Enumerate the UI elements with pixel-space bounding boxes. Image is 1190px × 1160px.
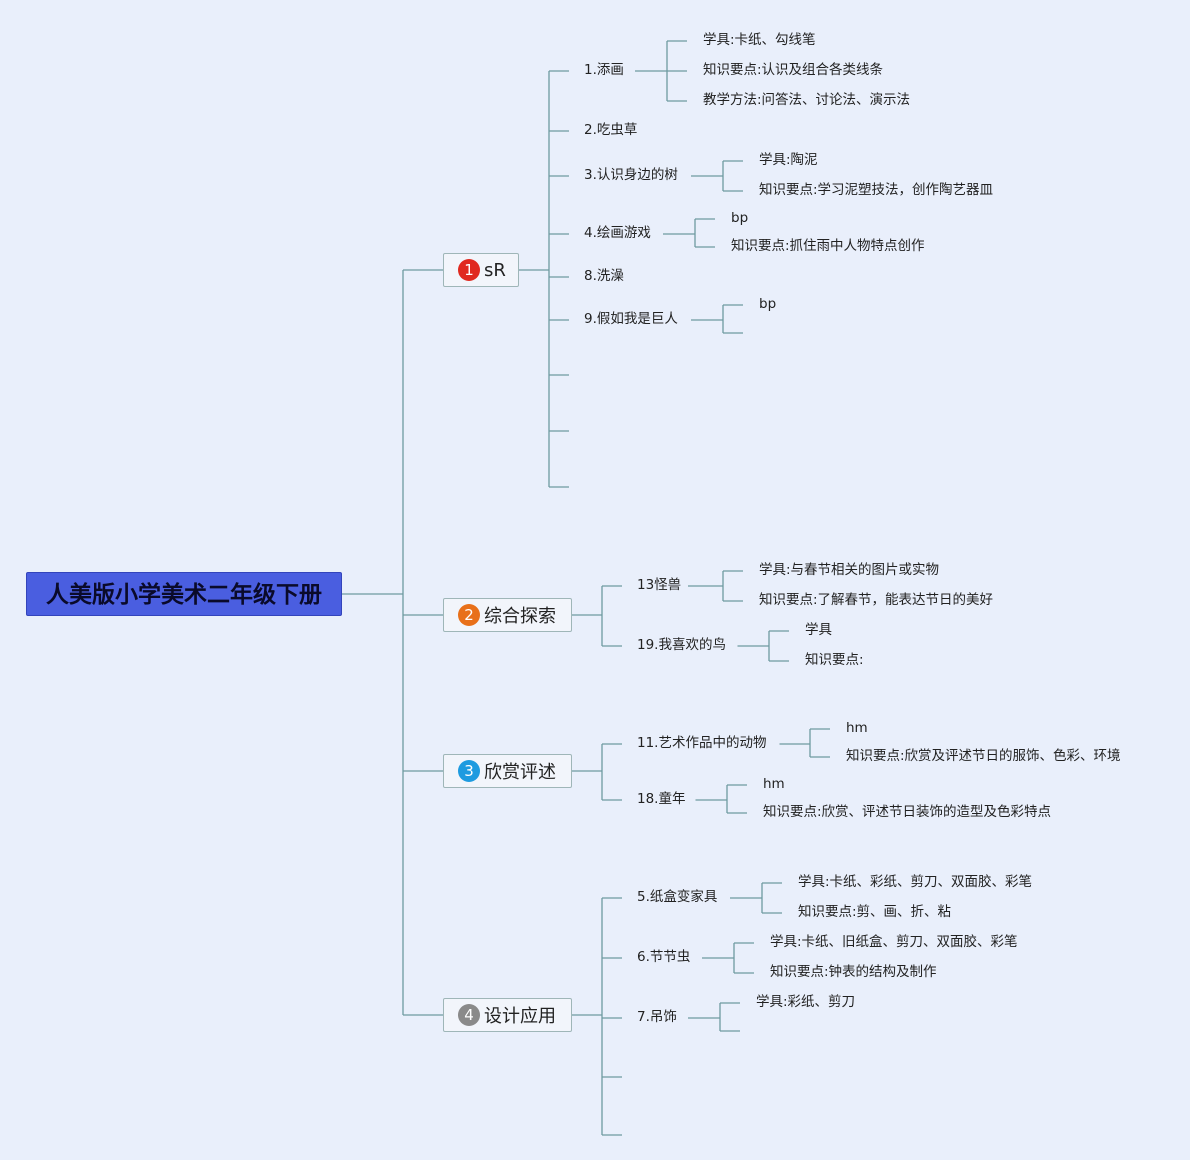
topic-label[interactable]: 3.认识身边的树	[584, 167, 678, 183]
branch-label: 设计应用	[484, 1006, 556, 1027]
branch-label: sR	[484, 259, 506, 281]
topic-label[interactable]: 1.添画	[584, 62, 624, 78]
topic-label[interactable]: 7.吊饰	[637, 1009, 677, 1025]
number-badge-icon: 2	[458, 604, 480, 626]
note-label[interactable]: 知识要点:了解春节，能表达节日的美好	[759, 592, 994, 608]
note-label[interactable]: 知识要点:	[805, 652, 864, 668]
branch-label: 欣赏评述	[484, 762, 556, 783]
topic-label[interactable]: 11.艺术作品中的动物	[637, 735, 767, 751]
topic-label[interactable]: 8.洗澡	[584, 268, 624, 284]
root-topic[interactable]: 人美版小学美术二年级下册	[26, 572, 342, 616]
note-label[interactable]: 知识要点:欣赏及评述节日的服饰、色彩、环境	[846, 748, 1121, 764]
note-label[interactable]: hm	[846, 720, 868, 736]
topic-label[interactable]: 18.童年	[637, 791, 686, 807]
note-label[interactable]: 学具:卡纸、彩纸、剪刀、双面胶、彩笔	[798, 874, 1033, 890]
number-badge-icon: 1	[458, 259, 480, 281]
note-label[interactable]: 知识要点:欣赏、评述节日装饰的造型及色彩特点	[763, 804, 1052, 820]
note-label[interactable]: 知识要点:认识及组合各类线条	[703, 62, 884, 78]
topic-label[interactable]: 19.我喜欢的鸟	[637, 637, 726, 653]
topic-label[interactable]: 9.假如我是巨人	[584, 311, 678, 327]
note-label[interactable]: 教学方法:问答法、讨论法、演示法	[703, 92, 911, 108]
note-label[interactable]: 学具	[805, 622, 832, 638]
note-label[interactable]: 知识要点:抓住雨中人物特点创作	[731, 238, 925, 254]
topic-label[interactable]: 5.纸盒变家具	[637, 889, 718, 905]
topic-label[interactable]: 2.吃虫草	[584, 122, 638, 138]
number-badge-icon: 4	[458, 1004, 480, 1026]
note-label[interactable]: bp	[759, 296, 777, 312]
note-label[interactable]: 学具:彩纸、剪刀	[756, 994, 856, 1010]
note-label[interactable]: 知识要点:钟表的结构及制作	[770, 964, 937, 980]
note-label[interactable]: 知识要点:学习泥塑技法，创作陶艺器皿	[759, 182, 994, 198]
note-label[interactable]: 知识要点:剪、画、折、粘	[798, 904, 952, 920]
topic-label[interactable]: 6.节节虫	[637, 949, 691, 965]
number-badge-icon: 3	[458, 760, 480, 782]
note-label[interactable]: 学具:卡纸、旧纸盒、剪刀、双面胶、彩笔	[770, 934, 1018, 950]
note-label[interactable]: bp	[731, 210, 749, 226]
note-label[interactable]: 学具:卡纸、勾线笔	[703, 32, 816, 48]
note-label[interactable]: 学具:陶泥	[759, 152, 818, 168]
note-label[interactable]: 学具:与春节相关的图片或实物	[759, 562, 940, 578]
topic-label[interactable]: 4.绘画游戏	[584, 225, 651, 241]
note-label[interactable]: hm	[763, 776, 785, 792]
branch-label: 综合探索	[484, 606, 556, 627]
topic-label[interactable]: 13怪兽	[637, 577, 682, 593]
